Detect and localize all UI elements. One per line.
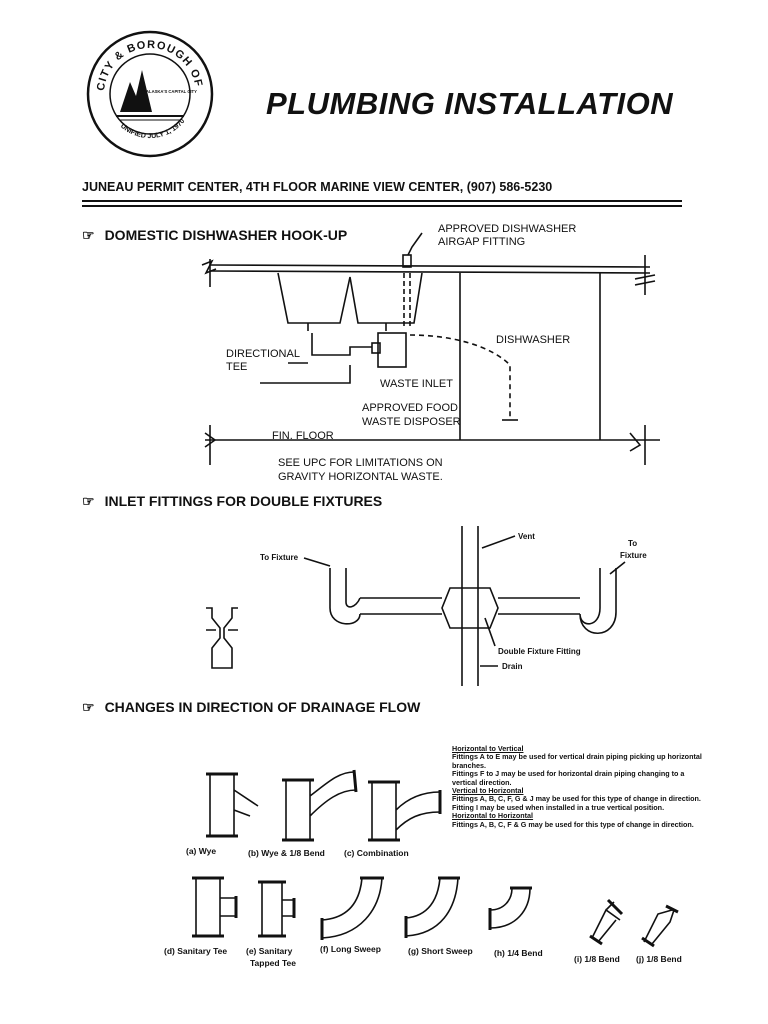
note-heading: Horizontal to Vertical [452,744,524,753]
note-heading: Horizontal to Horizontal [452,811,534,821]
label-directional-tee-1: DIRECTIONAL [226,348,300,360]
label-upc-1: SEE UPC FOR LIMITATIONS ON [278,457,443,469]
inlet-fittings-diagram: Vent To Fixture To Fixture Double Fixtur… [206,526,647,686]
pointing-hand-icon: ☞ [82,227,95,243]
page-title: PLUMBING INSTALLATION [266,86,674,121]
svg-text:UNIFIED JULY 1, 1970: UNIFIED JULY 1, 1970 [119,118,186,140]
dishwasher-hookup-diagram: APPROVED DISHWASHER AIRGAP FITTING DISHW… [201,223,660,483]
permit-center-address: JUNEAU PERMIT CENTER, 4TH FLOOR MARINE V… [82,180,553,194]
drainage-fittings-figure: (a) Wye (b) Wye & 1/8 Bend (c) Combinati… [164,769,682,968]
note-text: Fittings A, B, C, F, G & J may be used f… [452,794,701,812]
section-heading-inlet: ☞ INLET FITTINGS FOR DOUBLE FIXTURES [82,493,383,509]
fitting-label-j: (j) 1/8 Bend [636,954,682,964]
fitting-label-e2: Tapped Tee [250,958,296,968]
label-disposer-2: WASTE DISPOSER [362,416,461,428]
label-airgap-1: APPROVED DISHWASHER [438,223,576,235]
note-text: Fittings F to J may be used for horizont… [452,769,685,787]
fitting-label-d: (d) Sanitary Tee [164,946,227,956]
note-heading: Vertical to Horizontal [452,786,524,796]
label-vent: Vent [518,532,535,541]
fitting-label-a: (a) Wye [186,846,216,856]
label-to-fixture-right-2: Fixture [620,551,647,560]
seal-ring-text: CITY & BOROUGH OF JUNEAU [81,21,203,92]
divider [82,200,682,202]
note-text: Fittings A to E may be used for vertical… [452,752,702,770]
label-upc-2: GRAVITY HORIZONTAL WASTE. [278,471,443,483]
svg-text:CITY & BOROUGH OF JUNEAU: CITY & BOROUGH OF JUNEAU [86,30,205,92]
label-disposer-1: APPROVED FOOD [362,402,458,414]
note-text: Fittings A, B, C, F & G may be used for … [452,819,694,829]
fitting-label-h: (h) 1/4 Bend [494,948,543,958]
label-airgap-2: AIRGAP FITTING [438,236,525,248]
fitting-label-g: (g) Short Sweep [408,946,473,956]
label-to-fixture-right-1: To [628,539,637,548]
section-heading-dishwasher: ☞ DOMESTIC DISHWASHER HOOK-UP [82,227,348,243]
pointing-hand-icon: ☞ [82,699,95,715]
label-waste-inlet: WASTE INLET [380,378,453,390]
label-dishwasher: DISHWASHER [496,334,570,346]
seal-unified-text: UNIFIED JULY 1, 1970 [119,118,186,140]
label-double-fixture-fitting: Double Fixture Fitting [498,647,581,656]
pointing-hand-icon: ☞ [82,493,95,509]
drainage-notes: Horizontal to Vertical Fittings A to E m… [452,744,702,829]
seal-motto: ALASKA'S CAPITAL CITY [146,89,197,94]
city-seal-logo: CITY & BOROUGH OF JUNEAU UNIFIED JULY 1,… [81,21,214,158]
fitting-label-f: (f) Long Sweep [320,944,381,954]
label-to-fixture-left: To Fixture [260,553,299,562]
fitting-label-i: (i) 1/8 Bend [574,954,620,964]
section-heading-drainage: ☞ CHANGES IN DIRECTION OF DRAINAGE FLOW [82,699,421,715]
divider [82,205,682,207]
label-directional-tee-2: TEE [226,361,247,373]
label-fin-floor: FIN. FLOOR [272,430,334,442]
star-icon: ★ [140,88,146,96]
fitting-label-e1: (e) Sanitary [246,946,293,956]
fitting-label-c: (c) Combination [344,848,409,858]
fitting-label-b: (b) Wye & 1/8 Bend [248,848,325,858]
label-drain: Drain [502,662,523,671]
